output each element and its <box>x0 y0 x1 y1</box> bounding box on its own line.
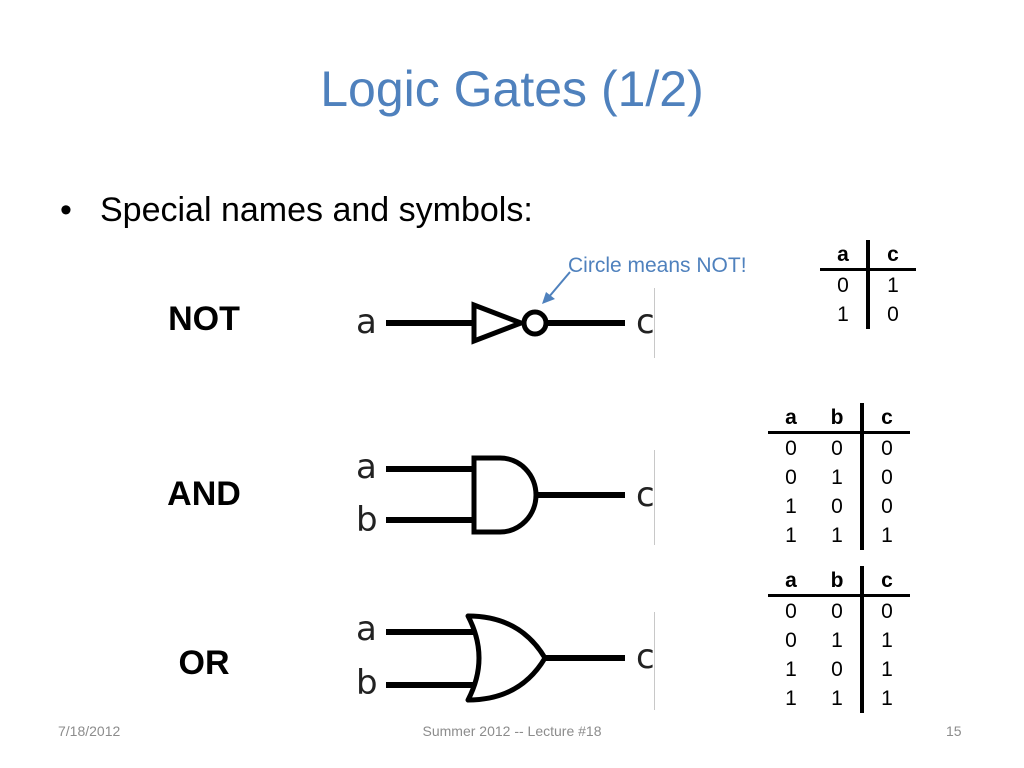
table-cell: 0 <box>860 492 910 521</box>
table-cell: 1 <box>860 655 910 684</box>
note-arrow <box>542 271 571 304</box>
table-cell: 1 <box>785 687 797 710</box>
table-cell: 0 <box>785 466 797 489</box>
table-cell: 0 <box>831 658 843 681</box>
table-header-cell: a <box>820 240 868 271</box>
not-gate-symbol <box>386 301 625 345</box>
footer-date: 7/18/2012 <box>58 723 121 739</box>
and-gate-label: AND <box>167 475 241 513</box>
table-cell: 1 <box>866 269 916 300</box>
image-edge-line <box>654 450 655 545</box>
table-cell: 0 <box>860 595 910 626</box>
and-output-c-label: c <box>636 475 655 515</box>
bullet-item: • Special names and symbols: <box>60 190 533 231</box>
table-header-cell: c <box>860 566 910 597</box>
not-gate-label: NOT <box>168 300 240 338</box>
table-cell: 0 <box>860 432 910 463</box>
table-cell: 1 <box>785 495 797 518</box>
table-row: 0 1 1 <box>768 626 910 655</box>
table-header-row: a c <box>820 240 916 271</box>
table-header-cell: b <box>814 403 862 434</box>
table-row: 1 0 <box>820 300 916 329</box>
table-cell: 1 <box>785 524 797 547</box>
table-header-cell: a <box>768 403 814 434</box>
table-header-cell: c <box>866 240 916 271</box>
table-cell: 0 <box>866 300 916 329</box>
not-output-c-label: c <box>636 302 655 342</box>
table-row: 0 1 <box>820 269 916 300</box>
and-truth-table: a b c 0 0 0 0 1 0 1 0 0 1 1 1 <box>768 403 910 550</box>
table-cell: 0 <box>831 600 843 623</box>
table-header-row: a b c <box>768 566 910 597</box>
and-input-b-label: b <box>356 500 378 540</box>
image-edge-line <box>654 612 655 710</box>
table-cell: 0 <box>785 629 797 652</box>
and-input-a-label: a <box>356 447 377 487</box>
or-gate-symbol <box>386 613 625 703</box>
not-input-a-label: a <box>356 302 377 342</box>
bullet-text: Special names and symbols: <box>100 191 533 229</box>
footer-page-number: 15 <box>946 723 962 739</box>
or-input-a-label: a <box>356 609 377 649</box>
slide-title: Logic Gates (1/2) <box>320 61 704 117</box>
image-edge-line <box>654 288 655 358</box>
not-truth-table: a c 0 1 1 0 <box>820 240 916 329</box>
and-gate-symbol <box>386 455 625 535</box>
table-row: 1 1 1 <box>768 521 910 550</box>
bullet-marker: • <box>60 191 72 229</box>
table-cell: 1 <box>831 629 843 652</box>
table-header-cell: a <box>768 566 814 597</box>
table-cell: 1 <box>860 521 910 550</box>
table-cell: 0 <box>831 495 843 518</box>
table-row: 1 1 1 <box>768 684 910 713</box>
footer-lecture: Summer 2012 -- Lecture #18 <box>422 723 602 739</box>
table-cell: 1 <box>785 658 797 681</box>
table-cell: 1 <box>860 626 910 655</box>
table-header-cell: b <box>814 566 862 597</box>
table-row: 0 0 0 <box>768 432 910 463</box>
table-header-row: a b c <box>768 403 910 434</box>
table-cell: 0 <box>831 437 843 460</box>
table-row: 1 0 1 <box>768 655 910 684</box>
table-row: 0 0 0 <box>768 595 910 626</box>
table-cell: 0 <box>785 600 797 623</box>
table-cell: 0 <box>785 437 797 460</box>
table-cell: 0 <box>837 274 849 297</box>
table-row: 1 0 0 <box>768 492 910 521</box>
table-cell: 1 <box>860 684 910 713</box>
table-header-cell: c <box>860 403 910 434</box>
note-circle-means-not: Circle means NOT! <box>568 254 747 277</box>
table-row: 0 1 0 <box>768 463 910 492</box>
table-cell: 1 <box>831 687 843 710</box>
table-cell: 1 <box>831 524 843 547</box>
or-output-c-label: c <box>636 637 655 677</box>
or-gate-label: OR <box>178 644 230 682</box>
table-cell: 0 <box>860 463 910 492</box>
table-cell: 1 <box>837 303 849 326</box>
table-cell: 1 <box>831 466 843 489</box>
or-truth-table: a b c 0 0 0 0 1 1 1 0 1 1 1 1 <box>768 566 910 713</box>
or-input-b-label: b <box>356 663 378 703</box>
